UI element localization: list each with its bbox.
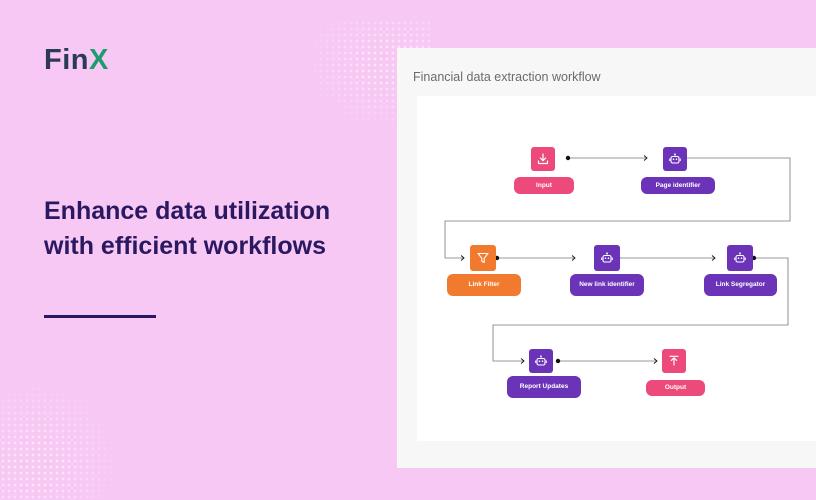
link-filter-node[interactable]: Link Filter xyxy=(447,274,521,296)
decorative-dots xyxy=(0,380,120,500)
link-segregator-node[interactable]: Link Segregator xyxy=(704,274,777,296)
link-segregator-node-icon[interactable] xyxy=(727,245,753,271)
headline-underline xyxy=(44,315,156,318)
new-link-identifier-node[interactable]: New link identifier xyxy=(570,274,644,296)
download-icon xyxy=(537,153,549,165)
robot-icon xyxy=(601,252,613,263)
output-node-icon[interactable] xyxy=(662,349,686,373)
workflow-canvas[interactable]: Input Page identifier Link Filter xyxy=(417,96,816,441)
panel-title: Financial data extraction workflow xyxy=(413,70,601,84)
input-node[interactable]: Input xyxy=(514,177,574,194)
page-identifier-node[interactable]: Page identifier xyxy=(641,177,715,194)
robot-icon xyxy=(669,153,681,164)
workflow-panel: Financial data extraction workflow xyxy=(397,48,816,468)
new-link-identifier-node-icon[interactable] xyxy=(594,245,620,271)
upload-icon xyxy=(669,355,679,366)
page-identifier-node-icon[interactable] xyxy=(663,147,687,171)
output-node[interactable]: Output xyxy=(646,380,705,396)
report-updates-node[interactable]: Report Updates xyxy=(507,376,581,398)
logo-text: Fin xyxy=(44,44,89,76)
brand-logo: FinX xyxy=(44,44,109,77)
robot-icon xyxy=(535,355,547,366)
filter-icon xyxy=(477,252,489,264)
link-filter-node-icon[interactable] xyxy=(470,245,496,271)
headline: Enhance data utilization with efficient … xyxy=(44,197,331,260)
logo-accent: X xyxy=(89,44,109,76)
report-updates-node-icon[interactable] xyxy=(529,349,553,373)
robot-icon xyxy=(734,252,746,263)
input-node-icon[interactable] xyxy=(531,147,555,171)
